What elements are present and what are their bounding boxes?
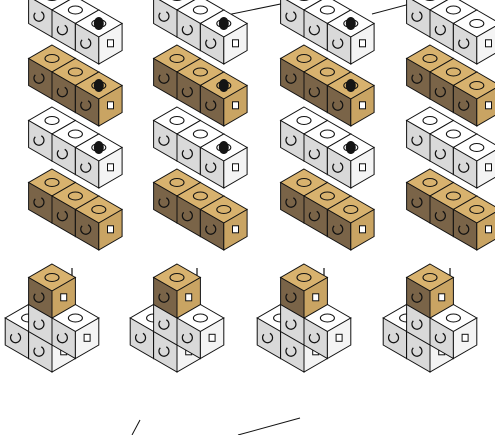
square-tab-icon xyxy=(233,164,239,171)
black-dot-icon xyxy=(219,17,229,30)
square-tab-icon xyxy=(186,294,192,301)
square-tab-icon xyxy=(486,226,492,233)
square-tab-icon xyxy=(233,102,239,109)
black-dot-icon xyxy=(219,141,229,154)
square-tab-icon xyxy=(486,102,492,109)
square-tab-icon xyxy=(233,40,239,47)
black-dot-icon xyxy=(94,17,104,30)
square-tab-icon xyxy=(360,164,366,171)
square-tab-icon xyxy=(360,40,366,47)
square-tab-icon xyxy=(486,164,492,171)
square-tab-icon xyxy=(108,226,114,233)
square-tab-icon xyxy=(360,226,366,233)
leader-line xyxy=(132,420,140,435)
cube-column-1 xyxy=(5,0,122,372)
assembled-block xyxy=(383,264,477,372)
black-dot-icon xyxy=(346,17,356,30)
square-tab-icon xyxy=(439,294,445,301)
square-tab-icon xyxy=(486,40,492,47)
assembled-block xyxy=(5,264,99,372)
square-tab-icon xyxy=(108,164,114,171)
assembled-block xyxy=(257,264,351,372)
black-dot-icon xyxy=(94,141,104,154)
square-tab-icon xyxy=(209,334,215,341)
leader-line xyxy=(238,418,300,435)
square-tab-icon xyxy=(84,334,90,341)
square-tab-icon xyxy=(336,334,342,341)
square-tab-icon xyxy=(233,226,239,233)
assembled-block xyxy=(130,264,224,372)
cube-columns xyxy=(5,0,495,372)
black-dot-icon xyxy=(94,79,104,92)
square-tab-icon xyxy=(108,102,114,109)
cube-column-3 xyxy=(257,0,374,372)
square-tab-icon xyxy=(108,40,114,47)
black-dot-icon xyxy=(219,79,229,92)
square-tab-icon xyxy=(360,102,366,109)
black-dot-icon xyxy=(346,141,356,154)
square-tab-icon xyxy=(61,294,67,301)
cube-column-2 xyxy=(130,0,247,372)
square-tab-icon xyxy=(313,294,319,301)
black-dot-icon xyxy=(346,79,356,92)
square-tab-icon xyxy=(462,334,468,341)
cube-column-4 xyxy=(383,0,495,372)
